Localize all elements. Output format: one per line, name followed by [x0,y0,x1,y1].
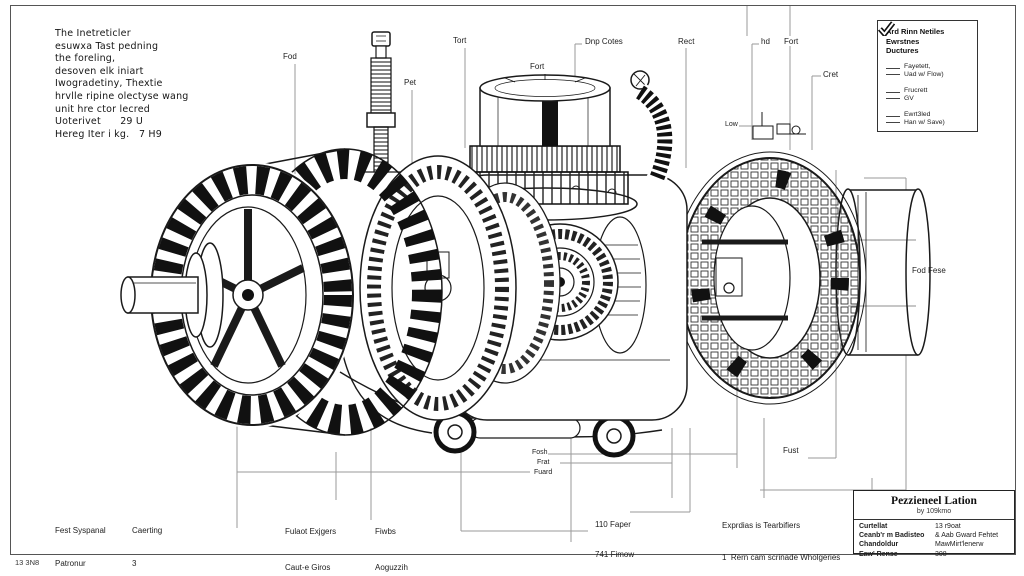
row-value: MawMirt'lenerw [935,541,984,549]
checklist-item-text: Fayetett, [904,62,931,70]
note-line: unit hre ctor lecred [55,103,150,115]
callout-cret: Cret [823,70,839,79]
info-line: Patronur [55,559,86,568]
callout-fust: Fust [783,446,799,455]
checklist-item-text: Ewrt3led [904,110,931,118]
row-value: & Aab Gward Fehtet [935,532,999,540]
note-line: desoven elk iniart [55,65,144,77]
info-line: Fulaot Exjgers [285,527,337,536]
leader-dashes [886,91,900,99]
callout-frat: Frat [537,459,550,466]
note-line: the foreling, [55,53,116,65]
title-block-row: Chandoldur MawMirt'lenerw [854,540,1014,549]
note-line: Hereg Iter i kg. 7 H9 [55,128,162,140]
note-line: esuwxa Tast pedning [55,40,159,52]
row-value: 308 [935,550,947,558]
info-line: Caerting [132,526,163,535]
check-icon [878,21,895,36]
checklist-header-line: Ductures [886,46,919,55]
callout-low: Low [725,121,738,128]
checklist-item: Fayetett, Uad w/ Flow) [878,21,971,80]
note-line: hrvlle ripine olectyse wang [55,90,189,102]
leader-dashes [886,115,900,123]
checklist-header-line: Ard Rinn Netiles [886,27,945,36]
callout-tort: Tort [453,36,467,45]
callout-fuard: Fuard [534,469,553,476]
info-line: 110 Faper [595,520,631,529]
info-line: Aoguzzih [375,563,408,572]
callout-fort-right: Fort [784,37,799,46]
checklist-item: Frucrett GV [878,21,971,104]
checklist-item-text: Uad w/ Flow) [904,71,944,79]
checklist-header-line: Ewrstnes [886,36,920,46]
note-line: Iwogradetiny, Thextie [55,78,163,90]
checklist-item-text: Frucrett [904,86,928,94]
title-block-row: Ceanb'r m Badisteo & Aab Gward Fehtet [854,531,1014,540]
checklist-item-text: Han w/ Save) [904,119,945,127]
bottom-col-5: 110 Faper 741 Fimow Ort Piiewe 31f [595,500,634,576]
callout-fod-fese: Fod Fese [912,266,946,275]
row-label: Curtellat [859,523,888,530]
row-label: Eaw' Rense [859,550,898,558]
output-shaft [120,242,224,348]
row-label: Ceanb'r m Badisteo [859,532,925,540]
title-block-row: Eaw' Rense 308 [854,550,1014,559]
info-line: Fest Syspanal [55,526,106,535]
leader-dashes [886,67,900,75]
breather-stack [360,31,402,173]
callout-fort-mid: Fort [530,62,545,71]
small-fittings [752,112,806,140]
info-line: 3 [132,559,137,568]
info-line: Exprdias is Tearbifiers [722,521,801,530]
title-block-row: Curtellat 13 r9oat [854,522,1014,531]
bottom-col-4: Fiwbs Aoguzzih 175 [375,502,408,576]
divider [854,519,1014,520]
sheet-number: 13 3N8 [15,558,40,567]
drawing-title: Pezzieneel Lation [891,495,977,507]
note-line: The Inetreticler [55,28,131,39]
callout-dnp-cotes: Dnp Cotes [585,37,623,46]
callout-fosh: Fosh [532,449,548,456]
callout-rect: Rect [678,37,695,46]
checklist-item-text: GV [904,95,914,103]
info-line: Fiwbs [375,527,396,536]
bottom-col-2: Caerting 3 31 /399 [132,503,162,576]
bottom-col-1: Fest Syspanal Patronur 1989 [55,503,106,576]
row-value: 13 r9oat [935,523,961,530]
row-label: Chandoldur [859,541,899,549]
air-cleaner [452,74,638,221]
callout-fod: Fod [283,52,297,61]
callout-hd: hd [761,37,770,46]
bottom-col-3: Fulaot Exjgers Caut-e Giros Cooplriva [285,502,336,576]
right-tread-drum [673,151,867,405]
revision-checklist: Ard Rinn Netiles Ewrstnes Ductures Fayet… [877,20,978,132]
title-block: Pezzieneel Lation by 109kmo Curtellat 13… [853,490,1015,558]
info-line: 1 Rern cam scrinade Wholgeries [722,552,841,562]
callout-pet: Pet [404,78,417,87]
intake-hose [630,70,675,184]
drawing-border [10,5,1016,555]
info-line: Caut-e Giros [285,563,331,572]
left-slotted-drum [148,162,356,428]
note-line: Uoterivet 29 U [55,116,144,128]
intro-note: The Inetreticler esuwxa Tast pedning the… [55,28,189,141]
bottom-col-6: Exprdias is Tearbifiers 1 Rern cam scrin… [722,500,840,576]
drawing-subtitle: by 109kmo [916,508,952,515]
checklist-item: Ewrt3led Han w/ Save) [878,21,971,128]
info-line: 741 Fimow [595,550,635,559]
